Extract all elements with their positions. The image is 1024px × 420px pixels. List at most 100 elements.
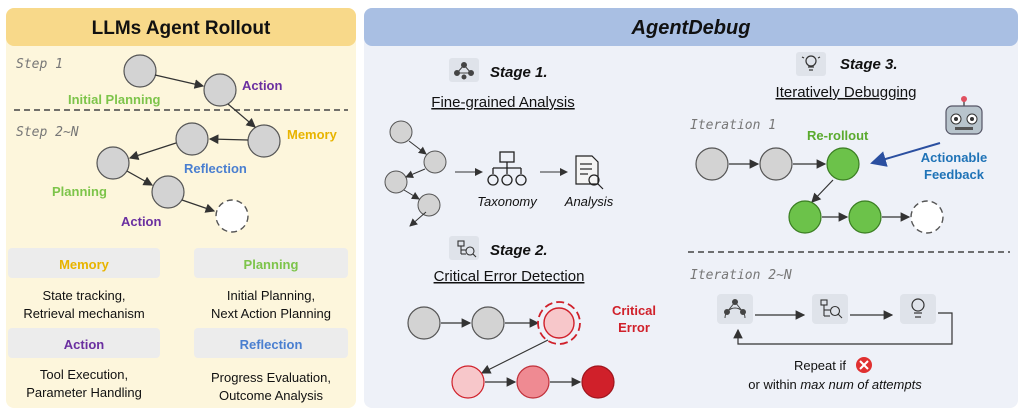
memory-label: Memory xyxy=(287,127,338,142)
taxonomy-label: Taxonomy xyxy=(477,194,538,209)
module-reflection-desc-1: Progress Evaluation, xyxy=(211,370,331,385)
loop-back-arrow xyxy=(733,312,953,345)
max-attempts-text: max num of attempts xyxy=(800,377,922,392)
stage2-subtitle: Critical Error Detection xyxy=(434,268,585,285)
left-panel-title: LLMs Agent Rollout xyxy=(92,18,271,39)
lightbulb-gear-icon xyxy=(911,298,925,318)
iteration2-label: Iteration 2~N xyxy=(690,268,792,283)
module-planning-desc-2: Next Action Planning xyxy=(211,306,331,321)
critical-label-2: Error xyxy=(618,320,650,335)
critical-node xyxy=(543,307,575,339)
module-planning-chip xyxy=(194,248,348,278)
stage2-title: Stage 2. xyxy=(490,242,548,259)
edge-3-4 xyxy=(208,134,249,145)
debug-node-3-green xyxy=(826,147,860,181)
right-panel-bg xyxy=(364,8,1018,408)
rollout-node-2 xyxy=(203,73,237,107)
tree-edge-1 xyxy=(408,140,427,155)
rollout-node-4 xyxy=(175,122,209,156)
actionable-label-1: Actionable xyxy=(921,150,987,165)
tree-edge-4 xyxy=(409,211,427,227)
debug-node-4-green xyxy=(788,200,822,234)
stage1-subtitle: Fine-grained Analysis xyxy=(431,94,574,111)
or-within-text: or within xyxy=(748,377,796,392)
or-within-line: or within max num of attempts xyxy=(748,377,922,392)
detect-node-2 xyxy=(471,306,505,340)
tree-node-4 xyxy=(417,193,441,217)
debug-node-1 xyxy=(695,147,729,181)
stage1-icon-bg xyxy=(449,58,479,82)
left-panel-header xyxy=(6,8,356,46)
stage3-subtitle: Iteratively Debugging xyxy=(776,84,917,101)
left-panel-bg xyxy=(6,8,356,408)
planning-label: Planning xyxy=(52,184,107,199)
reflection-label: Reflection xyxy=(184,161,247,176)
taxonomy-icon xyxy=(487,151,527,186)
rollout-node-6 xyxy=(151,175,185,209)
initial-planning-label: Initial Planning xyxy=(68,92,161,107)
module-action-desc-2: Parameter Handling xyxy=(26,385,142,400)
debug-node-future xyxy=(910,200,944,234)
module-memory-desc-2: Retrieval mechanism xyxy=(23,306,144,321)
step2-label: Step 2~N xyxy=(16,125,79,140)
tree-node-2 xyxy=(423,150,447,174)
action-top-label: Action xyxy=(242,78,283,93)
tree-edge-2 xyxy=(405,168,426,178)
edge-2-3 xyxy=(227,103,256,128)
inspect-tree-icon xyxy=(457,240,477,258)
module-planning-desc-1: Initial Planning, xyxy=(227,288,315,303)
tree-node-3 xyxy=(384,170,408,194)
module-reflection-name: Reflection xyxy=(240,337,303,352)
actionable-label-2: Feedback xyxy=(924,167,985,182)
module-planning: Planning Initial Planning, Next Action P… xyxy=(194,248,348,321)
lightbulb-gear-icon xyxy=(801,55,821,71)
analysis-label: Analysis xyxy=(564,194,614,209)
module-reflection-chip xyxy=(194,328,348,358)
action-bottom-label: Action xyxy=(121,214,162,229)
detect-node-1 xyxy=(407,306,441,340)
edge-4-5 xyxy=(128,142,177,160)
debug-node-5-green xyxy=(848,200,882,234)
step1-label: Step 1 xyxy=(16,57,63,72)
module-memory-chip xyxy=(8,248,160,278)
downstream-node-2 xyxy=(516,365,550,399)
rerollout-label: Re-rollout xyxy=(807,128,869,143)
stage2: Stage 2. Critical Error Detection Critic… xyxy=(407,236,656,399)
rollout-node-future xyxy=(215,199,249,233)
right-panel-header xyxy=(364,8,1018,46)
downstream-node-1 xyxy=(451,365,485,399)
stage1-title: Stage 1. xyxy=(490,64,548,81)
inspect-tree-icon xyxy=(820,299,843,319)
stage3-title: Stage 3. xyxy=(840,56,898,73)
stage3: Stage 3. Iteratively Debugging Iteration… xyxy=(688,52,1010,392)
rollout-node-1 xyxy=(123,54,157,88)
repeat-if-label: Repeat if xyxy=(794,358,846,373)
loop-stage2-box xyxy=(812,294,848,324)
detect-edge-3 xyxy=(480,339,549,374)
stage2-icon-bg xyxy=(449,236,479,260)
right-panel-title: AgentDebug xyxy=(631,17,751,39)
module-memory-desc-1: State tracking, xyxy=(42,288,125,303)
debug-node-2 xyxy=(759,147,793,181)
module-action-name: Action xyxy=(64,337,105,352)
module-memory-name: Memory xyxy=(59,257,110,272)
tree-node-1 xyxy=(389,120,413,144)
network-icon xyxy=(724,299,746,319)
downstream-node-3 xyxy=(581,365,615,399)
module-action-desc-1: Tool Execution, xyxy=(40,367,128,382)
iteration1-label: Iteration 1 xyxy=(690,118,776,133)
edge-6-7 xyxy=(181,199,216,213)
stage1: Stage 1. Fine-grained Analysis Taxonomy xyxy=(384,58,614,227)
module-planning-name: Planning xyxy=(244,257,299,272)
loop-stage3-box xyxy=(900,294,936,324)
loop-stage1-box xyxy=(717,294,753,324)
module-reflection-desc-2: Outcome Analysis xyxy=(219,388,324,403)
network-icon xyxy=(454,62,474,80)
feedback-arrow xyxy=(870,142,941,167)
critical-ring xyxy=(537,301,581,345)
module-memory: Memory State tracking, Retrieval mechani… xyxy=(8,248,160,321)
right-panel: AgentDebug Stage 1. Fine-grained Analysi… xyxy=(364,8,1018,408)
robot-icon xyxy=(945,96,983,135)
analysis-document-icon xyxy=(575,155,604,190)
